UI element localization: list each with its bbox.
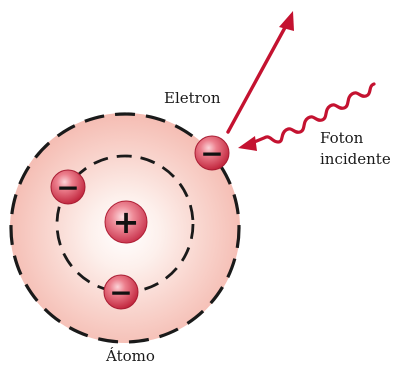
electron-left: − <box>51 170 85 204</box>
electron-outer: − <box>195 136 229 170</box>
electron-bottom: − <box>104 275 138 309</box>
atom-label: Átomo <box>105 347 155 365</box>
minus-sign-icon: − <box>200 137 223 170</box>
plus-sign-icon: + <box>113 203 140 241</box>
photon-label-line1: Foton <box>320 129 364 147</box>
nucleus: + <box>105 201 147 243</box>
minus-sign-icon: − <box>56 171 79 204</box>
electron-label: Eletron <box>164 89 221 107</box>
photon-label-line2: incidente <box>320 150 391 168</box>
minus-sign-icon: − <box>109 276 132 309</box>
ejected-electron-arrow <box>228 11 294 132</box>
